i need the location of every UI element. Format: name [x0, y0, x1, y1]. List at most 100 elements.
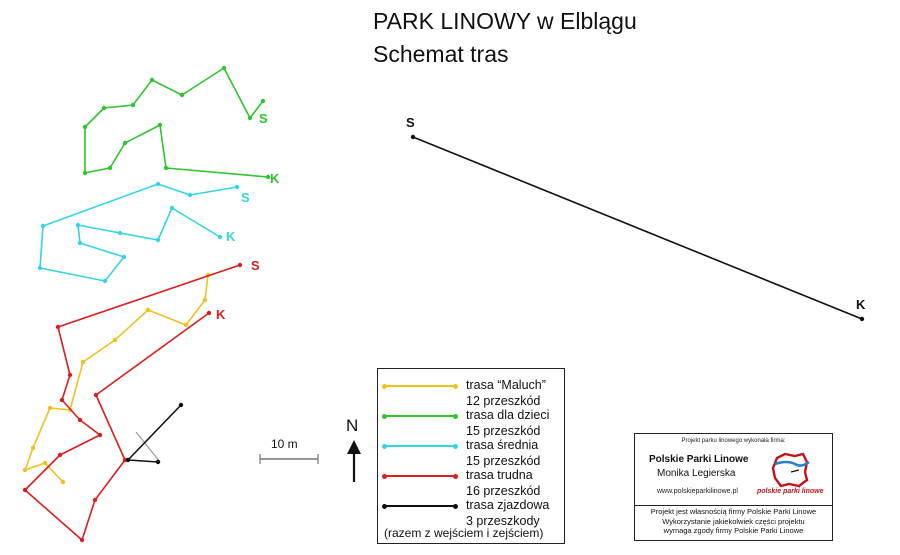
route-line-zjazdowa: [127, 404, 182, 463]
credit-notice-line: wymaga zgody firmy Polskie Parki Linowe: [663, 526, 804, 535]
route-vertex-srednia: [155, 237, 161, 243]
route-vertex-srednia: [169, 205, 175, 211]
route-vertex-maluch: [22, 467, 28, 473]
legend-line-maluch: [384, 385, 456, 387]
route-vertex-srednia: [102, 278, 108, 284]
legend-dot: [453, 503, 458, 509]
legend-obstacle-count: 15 przeszkód: [466, 424, 541, 438]
route-vertex-zjazdowa: [125, 457, 131, 463]
route-vertex-srednia: [217, 234, 223, 240]
route-vertex-dzieci: [260, 98, 266, 104]
route-end-label-zjazd-zoom: K: [856, 297, 866, 312]
route-vertex-trudna: [57, 452, 63, 458]
route-vertex-srednia: [37, 265, 43, 271]
north-label: N: [346, 416, 359, 435]
legend-line-zjazdowa: [384, 505, 456, 507]
legend-obstacle-count: 16 przeszkód: [466, 484, 541, 498]
legend-line-dzieci: [384, 415, 456, 417]
route-line-trudna: [24, 264, 241, 541]
credit-notice-line: Wykorzystanie jakiekolwiek części projek…: [662, 516, 805, 526]
legend-dot: [382, 413, 387, 419]
legend-obstacle-count: 15 przeszkód: [466, 454, 541, 468]
route-vertex-dzieci: [157, 122, 163, 128]
route-vertex-srednia: [121, 254, 127, 260]
legend-line-srednia: [384, 445, 456, 447]
legend: trasa “Maluch” 12 przeszkód trasa dla dzi…: [377, 368, 565, 544]
legend-text-maluch: trasa “Maluch” 12 przeszkód: [466, 377, 546, 409]
route-start-label-srednia: S: [241, 190, 250, 205]
credit-company: Polskie Parki Linowe: [649, 454, 749, 465]
credit-logo-text: polskie parki linowe: [757, 488, 824, 495]
route-vertex-zjazd-zoom: [859, 316, 865, 322]
route-vertex-trudna: [97, 432, 103, 438]
legend-dot: [453, 413, 458, 419]
route-vertex-srednia: [77, 240, 83, 246]
route-vertex-trudna: [55, 324, 61, 330]
route-vertex-srednia: [75, 222, 81, 228]
route-vertex-srednia: [117, 230, 123, 236]
route-vertex-maluch: [145, 307, 151, 313]
legend-obstacle-count: 12 przeszkód: [466, 394, 541, 408]
route-vertex-dzieci: [265, 174, 271, 180]
legend-line-trudna: [384, 475, 456, 477]
page-subtitle: Schemat tras: [373, 41, 509, 67]
credit-person: Monika Legierska: [657, 468, 736, 479]
route-vertex-dzieci: [221, 65, 227, 71]
legend-route-name: trasa średnia: [466, 438, 539, 452]
route-vertex-trudna: [237, 262, 243, 268]
credit-box: Projekt parku linowego wykonała firma: P…: [634, 433, 833, 541]
legend-dot: [382, 383, 387, 389]
route-end-label-srednia: K: [226, 229, 236, 244]
route-vertex-srednia: [187, 192, 193, 198]
route-vertex-dzieci: [82, 124, 88, 130]
legend-dot: [453, 473, 458, 479]
route-vertex-dzieci: [82, 170, 88, 176]
legend-obstacle-count: 3 przeszkody: [466, 514, 540, 528]
legend-dot: [382, 443, 387, 449]
route-vertex-zjazdowa: [155, 459, 161, 465]
legend-dot: [453, 383, 458, 389]
route-vertex-srednia: [40, 223, 46, 229]
route-vertex-dzieci: [149, 77, 155, 83]
route-vertex-maluch: [42, 460, 48, 466]
legend-dot: [382, 503, 387, 509]
route-vertex-trudna: [67, 372, 73, 378]
route-vertex-trudna: [93, 392, 99, 398]
route-vertex-maluch: [112, 337, 118, 343]
route-vertex-dzieci: [101, 105, 107, 111]
credit-website: www.polskieparkilinowe.pl: [657, 488, 738, 495]
legend-route-name: trasa “Maluch”: [466, 378, 546, 392]
north-arrow-icon: [347, 440, 361, 454]
route-vertex-trudna: [77, 417, 83, 423]
route-start-label-dzieci: S: [259, 111, 268, 126]
page-title: PARK LINOWY w Elblągu: [373, 8, 637, 34]
route-vertex-trudna: [206, 310, 212, 316]
route-vertex-srednia: [234, 184, 240, 190]
route-start-label-zjazd-zoom: S: [406, 115, 415, 130]
route-line-zjazd-zoom: [412, 136, 863, 320]
legend-item-maluch: trasa “Maluch” 12 przeszkód: [378, 377, 564, 413]
route-end-label-trudna: K: [216, 307, 226, 322]
route-vertex-dzieci: [179, 92, 185, 98]
route-vertex-dzieci: [122, 140, 128, 146]
route-vertex-zjazdowa: [178, 402, 184, 408]
route-end-label-dzieci: K: [270, 171, 280, 186]
credit-header: Projekt parku linowego wykonała firma: P…: [635, 434, 832, 506]
route-vertex-trudna: [92, 497, 98, 503]
route-vertex-dzieci: [163, 165, 169, 171]
route-line-maluch: [24, 274, 209, 483]
credit-made-by: Projekt parku linowego wykonała firma:: [681, 438, 786, 444]
legend-footnote: (razem z wejściem i zejściem): [384, 526, 544, 540]
poland-map-logo-icon: [771, 452, 810, 488]
route-vertex-dzieci: [107, 165, 113, 171]
legend-item-srednia: trasa średnia 15 przeszkód: [378, 437, 564, 473]
route-vertex-maluch: [183, 322, 189, 328]
route-vertex-maluch: [30, 445, 36, 451]
